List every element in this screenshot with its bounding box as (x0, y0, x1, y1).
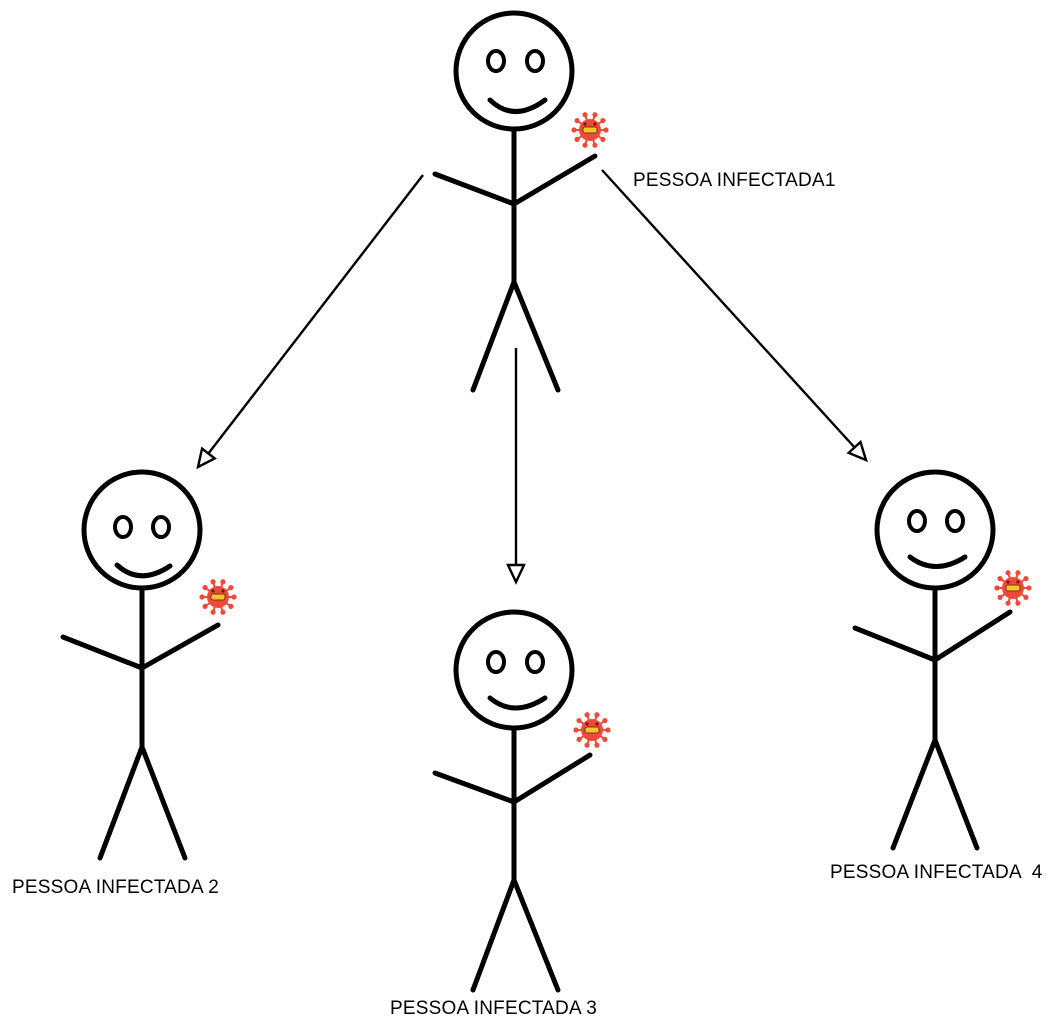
virus-icon (573, 712, 611, 748)
person-2-label: PESSOA INFECTADA 2 (12, 877, 220, 898)
person-1-label: PESSOA INFECTADA1 (633, 170, 836, 191)
arrow-head (196, 446, 217, 470)
right-eye (525, 650, 545, 674)
right-leg (932, 737, 980, 851)
right-leg (139, 744, 188, 861)
arrow-head (506, 563, 526, 585)
left-leg (470, 279, 517, 393)
right-arm (139, 622, 221, 671)
person-4-stick-figure-icon (852, 469, 1032, 851)
arrow-person-1-to-person-3 (506, 348, 526, 585)
head (874, 469, 996, 591)
person-2-stick-figure-icon (60, 469, 237, 861)
person-1-stick-figure-icon (432, 10, 609, 393)
left-eye (907, 509, 927, 533)
virus-icon (571, 112, 609, 148)
head (453, 609, 575, 731)
left-eye (113, 515, 133, 539)
right-eye (525, 49, 545, 73)
arrow-head (846, 439, 868, 463)
head (81, 469, 203, 591)
right-eye (945, 509, 965, 533)
left-arm (60, 634, 145, 671)
left-eye (486, 49, 506, 73)
arrow-person-1-to-person-2 (196, 174, 424, 470)
right-leg (511, 279, 561, 393)
virus-icon (994, 570, 1032, 606)
left-eye (486, 650, 506, 674)
person-3-label: PESSOA INFECTADA 3 (390, 998, 598, 1019)
right-arm (511, 752, 593, 805)
person-3-stick-figure-icon (432, 609, 611, 993)
left-arm (432, 171, 517, 207)
virus-icon (199, 579, 237, 615)
right-leg (511, 877, 561, 993)
mouth (114, 562, 173, 579)
right-arm (932, 609, 1013, 663)
person-4-label: PESSOA INFECTADA 4 (830, 862, 1043, 883)
left-leg (97, 744, 145, 861)
mouth (487, 97, 548, 114)
mouth (487, 695, 548, 711)
right-arm (511, 153, 598, 207)
mouth (907, 554, 968, 569)
arrow-line (197, 174, 424, 468)
left-arm (432, 770, 517, 805)
arrow-line (601, 169, 867, 461)
left-leg (890, 737, 938, 851)
right-eye (151, 515, 171, 539)
left-arm (852, 625, 938, 663)
left-leg (470, 877, 517, 993)
arrow-person-1-to-person-4 (601, 169, 868, 463)
